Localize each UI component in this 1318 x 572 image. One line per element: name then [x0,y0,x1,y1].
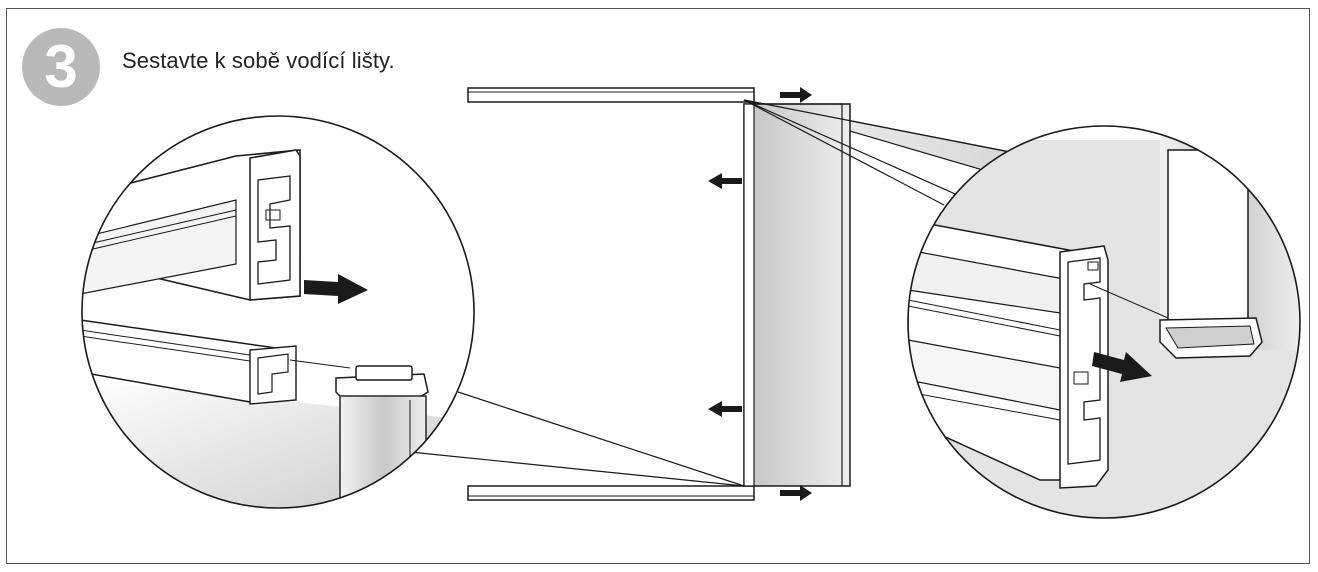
arrow-right-icon [304,274,368,304]
left-detail-magnifier [81,115,475,509]
top-rail [467,87,755,103]
bottom-rail [467,485,755,501]
right-detail-magnifier [907,125,1301,519]
sliding-panel [743,103,851,487]
arrow-right-icon [1092,352,1152,382]
arrow-right-icon [780,485,812,501]
step-number-badge: 3 [22,28,100,106]
arrow-left-icon [708,401,742,417]
arrow-right-icon [780,87,812,103]
arrow-left-icon [708,173,742,189]
instruction-text: Sestavte k sobě vodící lišty. [122,48,395,73]
